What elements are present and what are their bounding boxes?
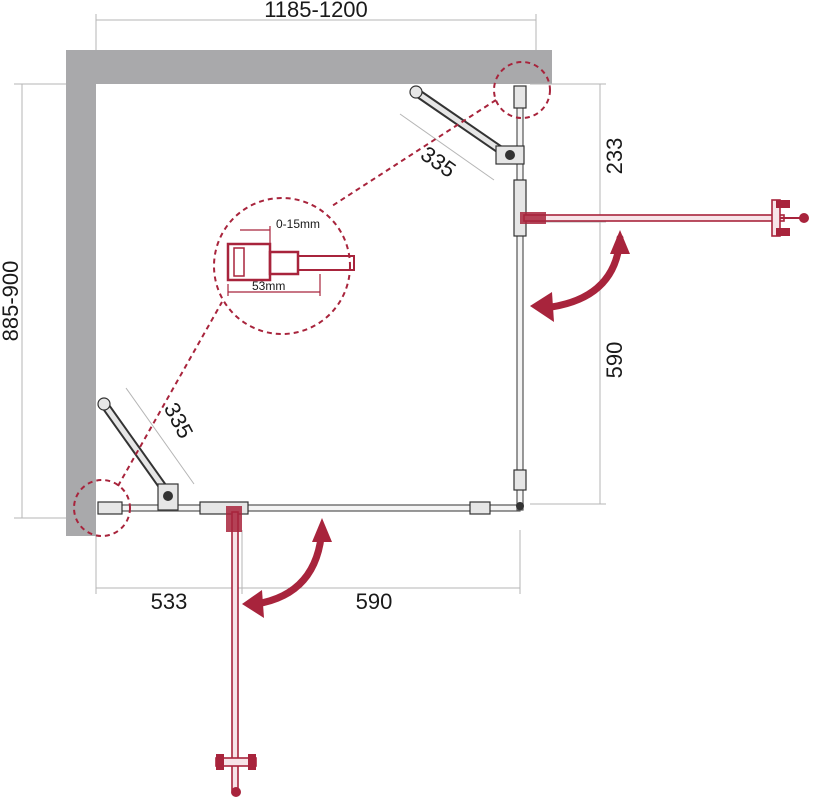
top-stabilizer-bracket: 335 — [399, 85, 525, 183]
detail-leader-left — [117, 301, 223, 487]
top-corner-detail-circle — [493, 61, 551, 119]
right-glass-panel — [513, 95, 527, 511]
profile-width-label: 53mm — [252, 279, 285, 293]
overall-width-dimension: 1185-1200 — [95, 0, 537, 50]
right-fixed-panel-label: 233 — [602, 138, 627, 175]
right-door-swing-arrow-icon — [530, 230, 630, 322]
bracket-mount-icon — [409, 85, 423, 99]
left-wall — [66, 50, 96, 536]
bottom-fixed-panel-dimension: 533 — [95, 530, 243, 614]
bottom-door-label: 590 — [356, 589, 393, 614]
bottom-door — [215, 506, 257, 797]
bottom-door-dimension: 590 — [242, 530, 521, 614]
profile-detail: 0-15mm 53mm — [213, 197, 355, 335]
detail-leader-top — [331, 99, 497, 207]
bracket-clamp-icon — [505, 150, 515, 160]
overall-width-label: 1185-1200 — [264, 0, 368, 22]
overall-depth-dimension: 885-900 — [0, 83, 66, 519]
bracket-mount-icon — [97, 397, 111, 411]
left-stabilizer-bracket: 335 — [97, 387, 198, 511]
left-corner-detail-circle — [73, 479, 131, 537]
bracket-clamp-icon — [163, 491, 173, 501]
bottom-door-swing-arrow-icon — [242, 518, 332, 618]
bottom-glass-panel — [103, 501, 521, 515]
overall-depth-label: 885-900 — [0, 261, 23, 342]
bottom-door-handle-icon — [215, 754, 257, 797]
top-wall-profile — [513, 85, 527, 109]
top-wall — [66, 50, 552, 84]
right-door — [520, 199, 809, 237]
left-wall-profile — [97, 501, 123, 515]
right-fixed-panel-dimension: 233 — [530, 83, 627, 223]
right-door-label: 590 — [602, 342, 627, 379]
right-door-dimension: 590 — [530, 222, 627, 505]
adjustment-range-label: 0-15mm — [276, 217, 320, 231]
corner-joint-icon — [516, 502, 524, 510]
bottom-fixed-panel-label: 533 — [151, 589, 188, 614]
top-bracket-label: 335 — [416, 141, 460, 183]
